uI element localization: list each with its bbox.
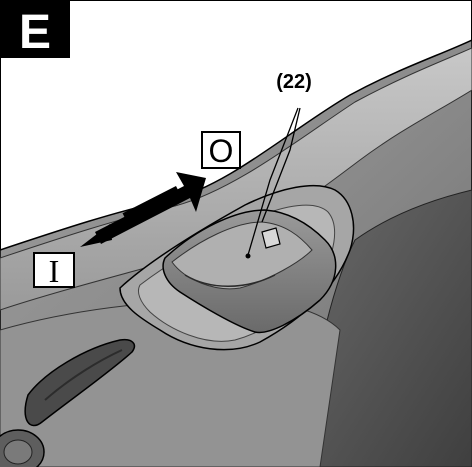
round-knob-center — [3, 439, 33, 465]
slide-switch-edge — [184, 274, 276, 287]
section-letter: E — [19, 6, 51, 59]
switch-indicator — [261, 227, 281, 249]
vent-slot — [24, 338, 136, 427]
symbol-on: I — [49, 253, 60, 289]
section-badge — [0, 0, 70, 58]
symbol-off: O — [209, 133, 234, 169]
symbol-off-box — [201, 131, 241, 169]
callout-dot — [245, 253, 251, 259]
slide-direction-arrow — [80, 172, 206, 247]
symbol-on-box — [33, 252, 75, 288]
vent-slot-inner — [44, 349, 123, 401]
callout-leader-1 — [247, 107, 299, 256]
callout-label: (22) — [276, 71, 312, 93]
callout-leader-2 — [261, 107, 301, 223]
